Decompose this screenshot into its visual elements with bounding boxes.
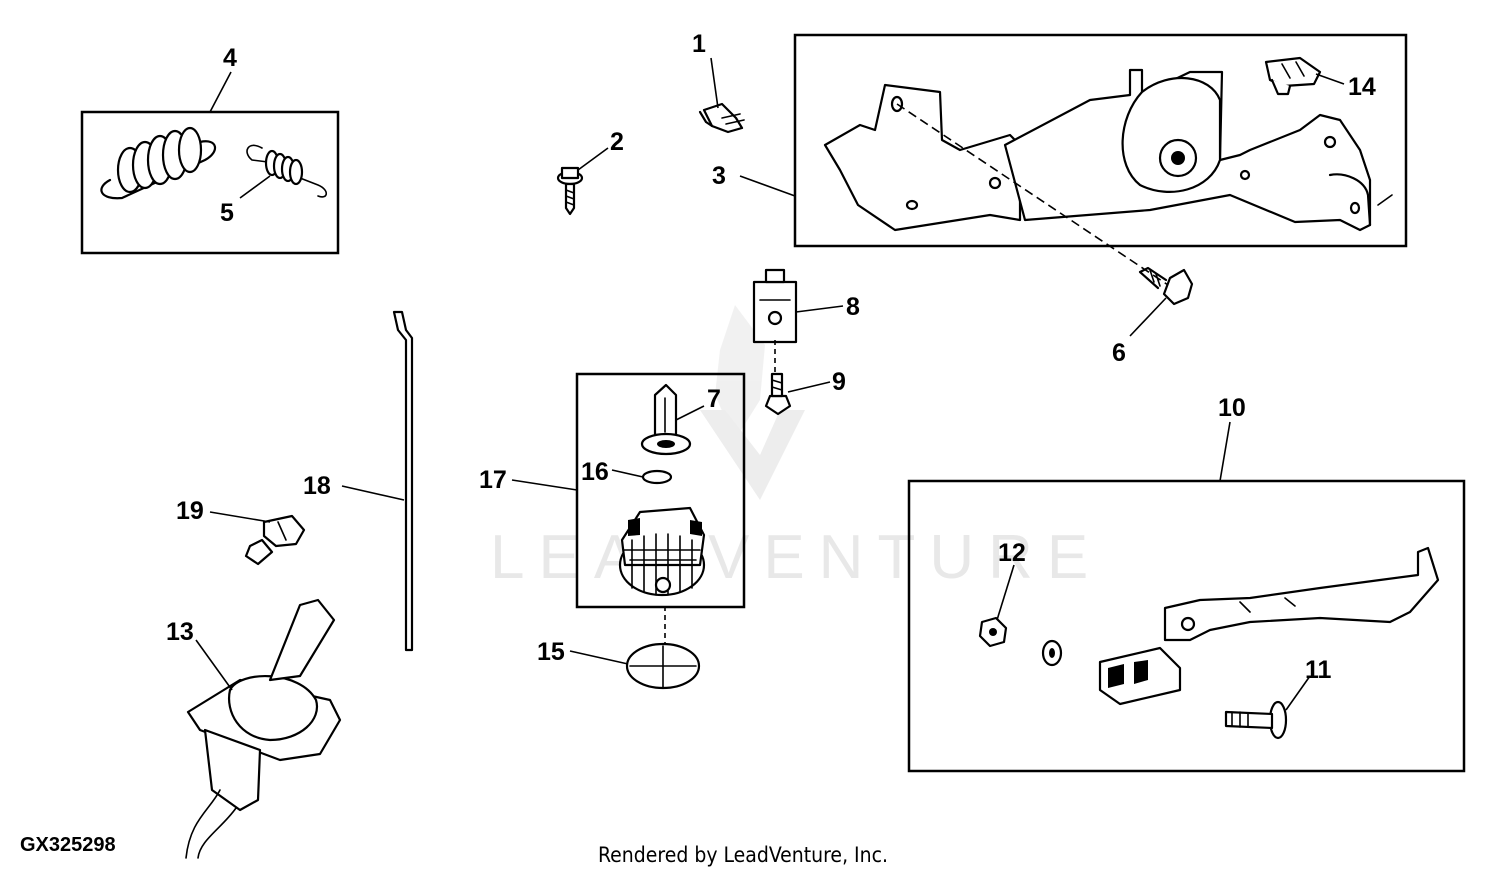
shaft-pin	[640, 383, 692, 456]
box-lever-kit	[907, 479, 1466, 773]
callout-14: 14	[1348, 73, 1376, 101]
cable-clamp	[698, 102, 745, 134]
watermark-text: LEADVENTURE	[490, 523, 1102, 592]
callout-16: 16	[581, 458, 609, 486]
box-bracket	[793, 33, 1408, 248]
callout-7: 7	[707, 385, 721, 413]
control-bracket	[823, 68, 1393, 232]
callout-19: 19	[176, 497, 204, 525]
o-ring	[641, 469, 673, 485]
governor-disc	[625, 642, 701, 690]
callouts: 1 2 3 4 5 6 7 8 9 10 11 12 13 14 15 16 1…	[166, 30, 1376, 684]
callout-13: 13	[166, 618, 194, 646]
callout-2: 2	[610, 128, 624, 156]
render-credit: Rendered by LeadVenture, Inc.	[598, 843, 888, 867]
callout-15: 15	[537, 638, 565, 666]
leader-lines	[195, 57, 1345, 711]
callout-11: 11	[1305, 656, 1332, 684]
flat-washer	[1041, 639, 1063, 667]
carriage-bolt	[1224, 700, 1288, 740]
callout-6: 6	[1112, 339, 1126, 367]
callout-3: 3	[712, 162, 726, 190]
governor-gear	[618, 506, 706, 597]
callout-18: 18	[303, 472, 331, 500]
callout-5: 5	[220, 199, 234, 227]
callout-12: 12	[998, 539, 1026, 567]
cable-bracket	[752, 268, 798, 344]
spring-small	[246, 144, 328, 198]
box-gear-kit	[575, 372, 746, 609]
throttle-control	[185, 598, 342, 859]
callout-17: 17	[479, 466, 507, 494]
small-screw	[764, 372, 792, 416]
figure-id: GX325298	[20, 834, 116, 856]
throttle-rod	[392, 310, 414, 652]
hex-bolt	[1138, 266, 1194, 306]
control-lever	[1098, 546, 1440, 706]
flange-screw	[556, 166, 584, 216]
bracket-clip	[1264, 56, 1322, 96]
callout-10: 10	[1218, 394, 1246, 422]
watermark: LEADVENTURE	[490, 305, 1102, 592]
hex-nut	[978, 616, 1008, 648]
callout-8: 8	[846, 293, 860, 321]
rod-clip	[244, 514, 306, 566]
spring-large	[100, 126, 216, 200]
callout-9: 9	[832, 368, 846, 396]
callout-1: 1	[692, 30, 706, 58]
callout-4: 4	[223, 44, 237, 72]
